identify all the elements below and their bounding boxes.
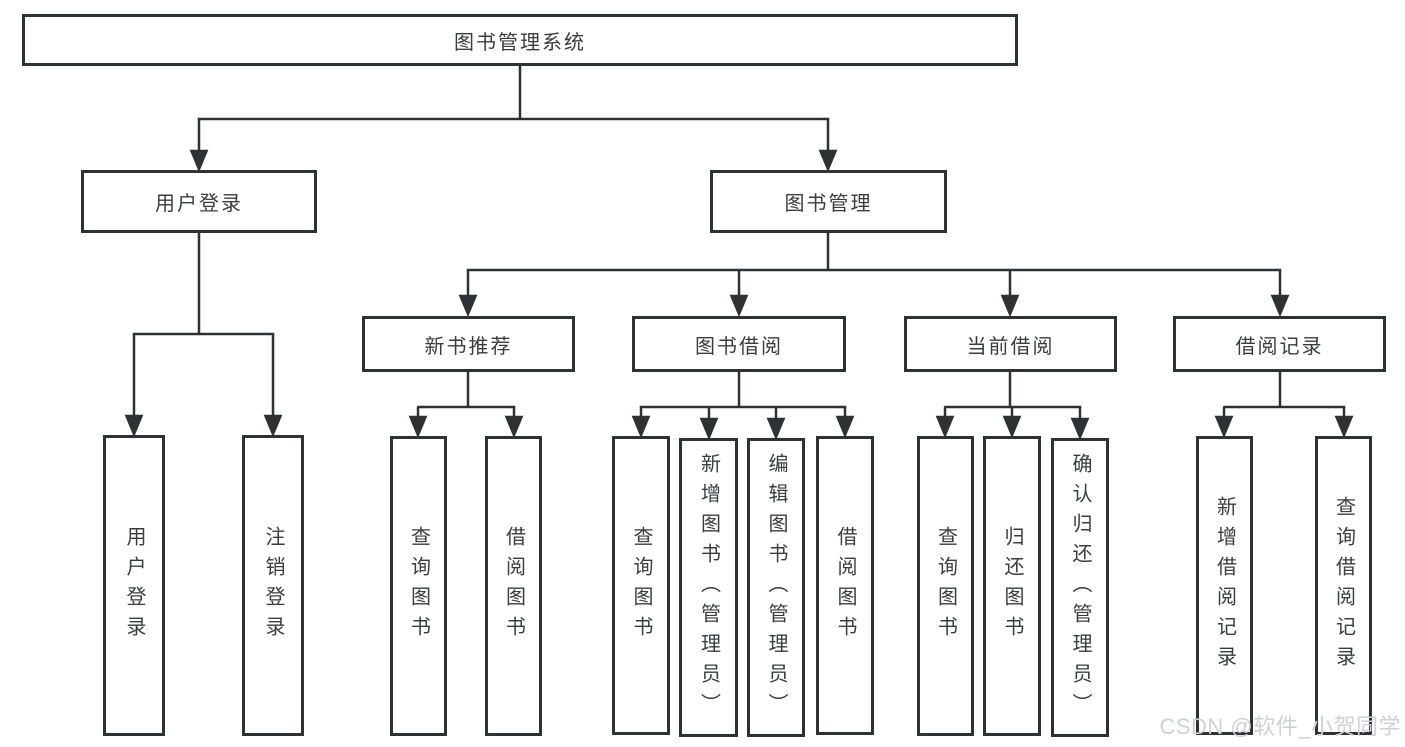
leaf-label: 借阅图书: [502, 526, 525, 646]
node-user-login: 用户登录: [81, 170, 317, 233]
connector-new-book-recommend-to-leaves: [408, 372, 524, 439]
leaf-label: 新增图书（管理员）: [697, 452, 720, 723]
leaf-label: 注销登录: [262, 525, 284, 646]
connector-book-borrow-to-leaves: [631, 372, 855, 441]
node-leaf-query-book-current: 查询图书: [917, 436, 974, 736]
node-current-borrow: 当前借阅: [904, 316, 1117, 372]
node-book-management: 图书管理: [710, 170, 947, 233]
node-leaf-borrow-book-recommend: 借阅图书: [485, 436, 542, 736]
node-leaf-logout: 注销登录: [242, 435, 304, 736]
leaf-label: 确认归还（管理员）: [1069, 452, 1091, 723]
node-leaf-return-book: 归还图书: [983, 436, 1041, 736]
leaf-label: 查询图书: [934, 526, 957, 646]
node-leaf-add-borrow-record: 新增借阅记录: [1196, 436, 1253, 735]
node-leaf-user-login: 用户登录: [103, 435, 165, 736]
connector-root-to-level2: [189, 66, 838, 173]
node-leaf-add-book-admin: 新增图书（管理员）: [679, 438, 738, 737]
csdn-watermark: CSDN @软件_小贺同学: [1159, 714, 1401, 739]
node-leaf-query-book-recommend: 查询图书: [390, 436, 447, 736]
leaf-label: 编辑图书（管理员）: [765, 452, 787, 723]
connector-user-login-to-leaves: [124, 233, 283, 438]
node-root: 图书管理系统: [22, 14, 1018, 66]
leaf-label: 新增借阅记录: [1213, 495, 1236, 676]
node-leaf-edit-book-admin: 编辑图书（管理员）: [747, 438, 805, 737]
node-leaf-query-borrow-record: 查询借阅记录: [1315, 436, 1372, 735]
leaf-label: 查询图书: [407, 526, 430, 646]
node-leaf-borrow-book: 借阅图书: [816, 436, 874, 735]
node-leaf-confirm-return-admin: 确认归还（管理员）: [1051, 438, 1109, 737]
node-leaf-query-book-borrow: 查询图书: [612, 436, 670, 735]
leaf-label: 用户登录: [123, 525, 145, 646]
leaf-label: 借阅图书: [834, 525, 856, 646]
node-book-borrow: 图书借阅: [632, 316, 846, 372]
connector-borrow-records-to-leaves: [1214, 372, 1354, 439]
node-new-book-recommend: 新书推荐: [362, 316, 575, 372]
leaf-label: 查询借阅记录: [1332, 495, 1355, 676]
leaf-label: 查询图书: [630, 525, 652, 646]
node-borrow-records: 借阅记录: [1173, 316, 1386, 372]
leaf-label: 归还图书: [1001, 526, 1023, 646]
connector-current-borrow-to-leaves: [935, 372, 1090, 441]
connector-book-management-to-level3: [458, 233, 1290, 318]
